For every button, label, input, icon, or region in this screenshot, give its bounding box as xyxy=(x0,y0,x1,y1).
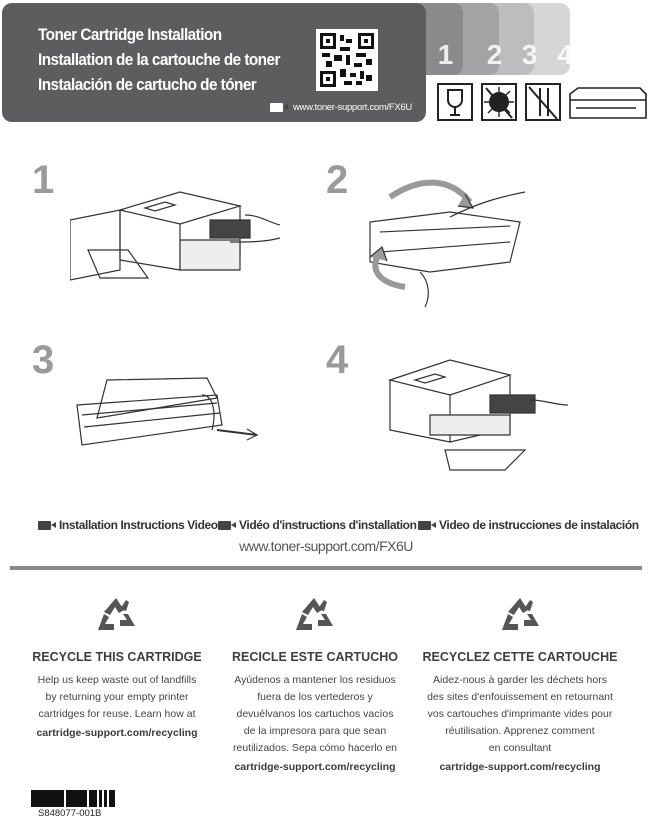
step-number-3: 3 xyxy=(32,338,55,382)
no-touch-icon xyxy=(525,83,561,121)
recycling-link[interactable]: cartridge-support.com/recycling xyxy=(36,727,198,739)
light-sensitive-icon xyxy=(481,83,517,121)
recycle-title: RECYCLEZ CETTE CARTOUCHE xyxy=(422,650,618,664)
video-link-fr[interactable]: Vidéo d'instructions d'installation xyxy=(218,518,417,532)
step-4-illustration xyxy=(387,359,569,471)
recycle-en: RECYCLE THIS CARTRIDGE Help us keep wast… xyxy=(12,650,222,739)
title-es: Instalación de cartucho de tóner xyxy=(38,75,257,94)
header-banner: Toner Cartridge Installation Installatio… xyxy=(2,3,426,122)
recycle-icon xyxy=(296,598,333,630)
video-camera-icon xyxy=(418,520,436,530)
recycling-link[interactable]: cartridge-support.com/recycling xyxy=(439,761,601,773)
recycle-title: RECICLE ESTE CARTUCHO xyxy=(232,650,398,664)
step-number-1: 1 xyxy=(32,158,55,202)
step-1-illustration xyxy=(70,191,280,281)
recycle-es: RECICLE ESTE CARTUCHO Ayúdenos a mantene… xyxy=(210,650,420,773)
video-link-es[interactable]: Video de instrucciones de instalación xyxy=(418,518,639,532)
warning-icons xyxy=(437,83,647,121)
cartridge-icon xyxy=(569,87,647,119)
title-en: Toner Cartridge Installation xyxy=(38,25,222,44)
step-number-4: 4 xyxy=(326,338,349,382)
divider xyxy=(10,566,642,570)
recycle-title: RECYCLE THIS CARTRIDGE xyxy=(32,650,202,664)
video-camera-icon xyxy=(218,520,236,530)
recycle-icon xyxy=(502,598,539,630)
video-url[interactable]: www.toner-support.com/FX6U xyxy=(239,538,413,554)
qr-code xyxy=(316,29,378,91)
title-fr: Installation de la cartouche de toner xyxy=(38,50,280,69)
step-2-illustration xyxy=(369,179,526,307)
step-number-2: 2 xyxy=(326,158,349,202)
header-video-link[interactable]: www.toner-support.com/FX6U xyxy=(270,102,412,113)
recycle-icon xyxy=(98,598,135,630)
fragile-icon xyxy=(437,83,473,121)
recycle-fr: RECYCLEZ CETTE CARTOUCHE Aidez-nous à ga… xyxy=(415,650,625,773)
video-camera-icon xyxy=(38,520,56,530)
step-3-illustration xyxy=(76,377,259,446)
video-camera-icon xyxy=(270,103,288,112)
video-link-en[interactable]: Installation Instructions Video xyxy=(38,518,218,532)
barcode xyxy=(31,790,115,807)
recycling-link[interactable]: cartridge-support.com/recycling xyxy=(234,761,396,773)
part-number: S848077-001B xyxy=(38,808,102,819)
